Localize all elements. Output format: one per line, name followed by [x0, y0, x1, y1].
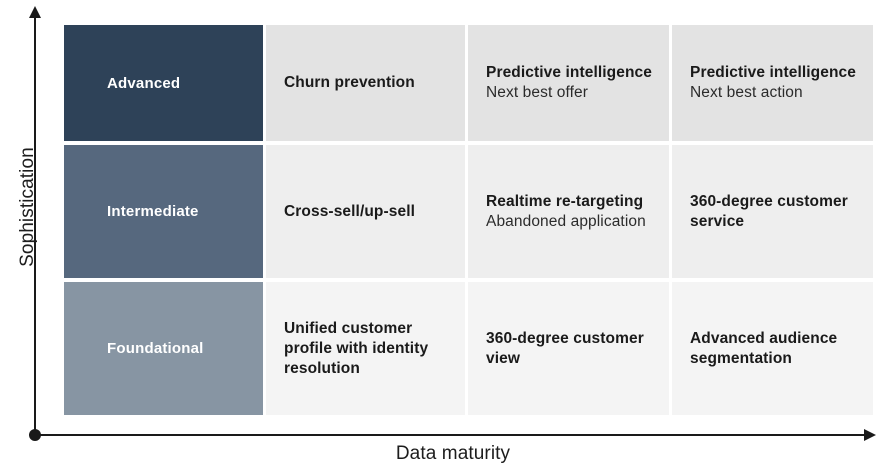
row-label-text: Foundational [107, 340, 204, 357]
cell-intermediate-3[interactable]: 360-degree customer service [672, 145, 873, 278]
y-axis-arrow-icon [29, 6, 41, 18]
cell-advanced-2[interactable]: Predictive intelligence Next best offer [468, 25, 669, 141]
cell-advanced-3[interactable]: Predictive intelligence Next best action [672, 25, 873, 141]
row-label-advanced: Advanced [64, 25, 263, 141]
cell-title: Realtime re-targeting [486, 192, 644, 210]
row-label-foundational: Foundational [64, 282, 263, 415]
cell-intermediate-1[interactable]: Cross-sell/up-sell [266, 145, 465, 278]
y-axis-label: Sophistication [17, 147, 38, 267]
cell-title: 360-degree customer service [690, 192, 848, 230]
matrix-grid: Advanced Churn prevention Predictive int… [64, 25, 873, 415]
row-label-intermediate: Intermediate [64, 145, 263, 278]
cell-foundational-2[interactable]: 360-degree customer view [468, 282, 669, 415]
cell-intermediate-2[interactable]: Realtime re-targeting Abandoned applicat… [468, 145, 669, 278]
cell-title: Unified customer profile with identity r… [284, 319, 429, 377]
row-label-text: Advanced [107, 74, 181, 92]
axis-origin-dot [29, 429, 41, 441]
x-axis-label: Data maturity [395, 443, 511, 464]
x-axis-line [34, 434, 872, 436]
cell-subtitle: Next best offer [486, 84, 589, 101]
cell-foundational-1[interactable]: Unified customer profile with identity r… [266, 282, 465, 415]
cell-advanced-1[interactable]: Churn prevention [266, 25, 465, 141]
cell-title: 360-degree customer view [486, 329, 644, 367]
cell-subtitle: Next best action [690, 84, 803, 101]
cell-title: Predictive intelligence [486, 64, 652, 81]
cell-subtitle: Abandoned application [486, 212, 646, 230]
y-axis-line [34, 16, 36, 436]
x-axis-arrow-icon [864, 429, 876, 441]
cell-title: Predictive intelligence [690, 64, 856, 81]
cell-foundational-3[interactable]: Advanced audience segmentation [672, 282, 873, 415]
cell-title: Cross-sell/up-sell [284, 202, 416, 220]
cell-title: Churn prevention [284, 74, 415, 91]
row-label-text: Intermediate [107, 203, 199, 220]
cell-title: Advanced audience segmentation [690, 329, 838, 367]
